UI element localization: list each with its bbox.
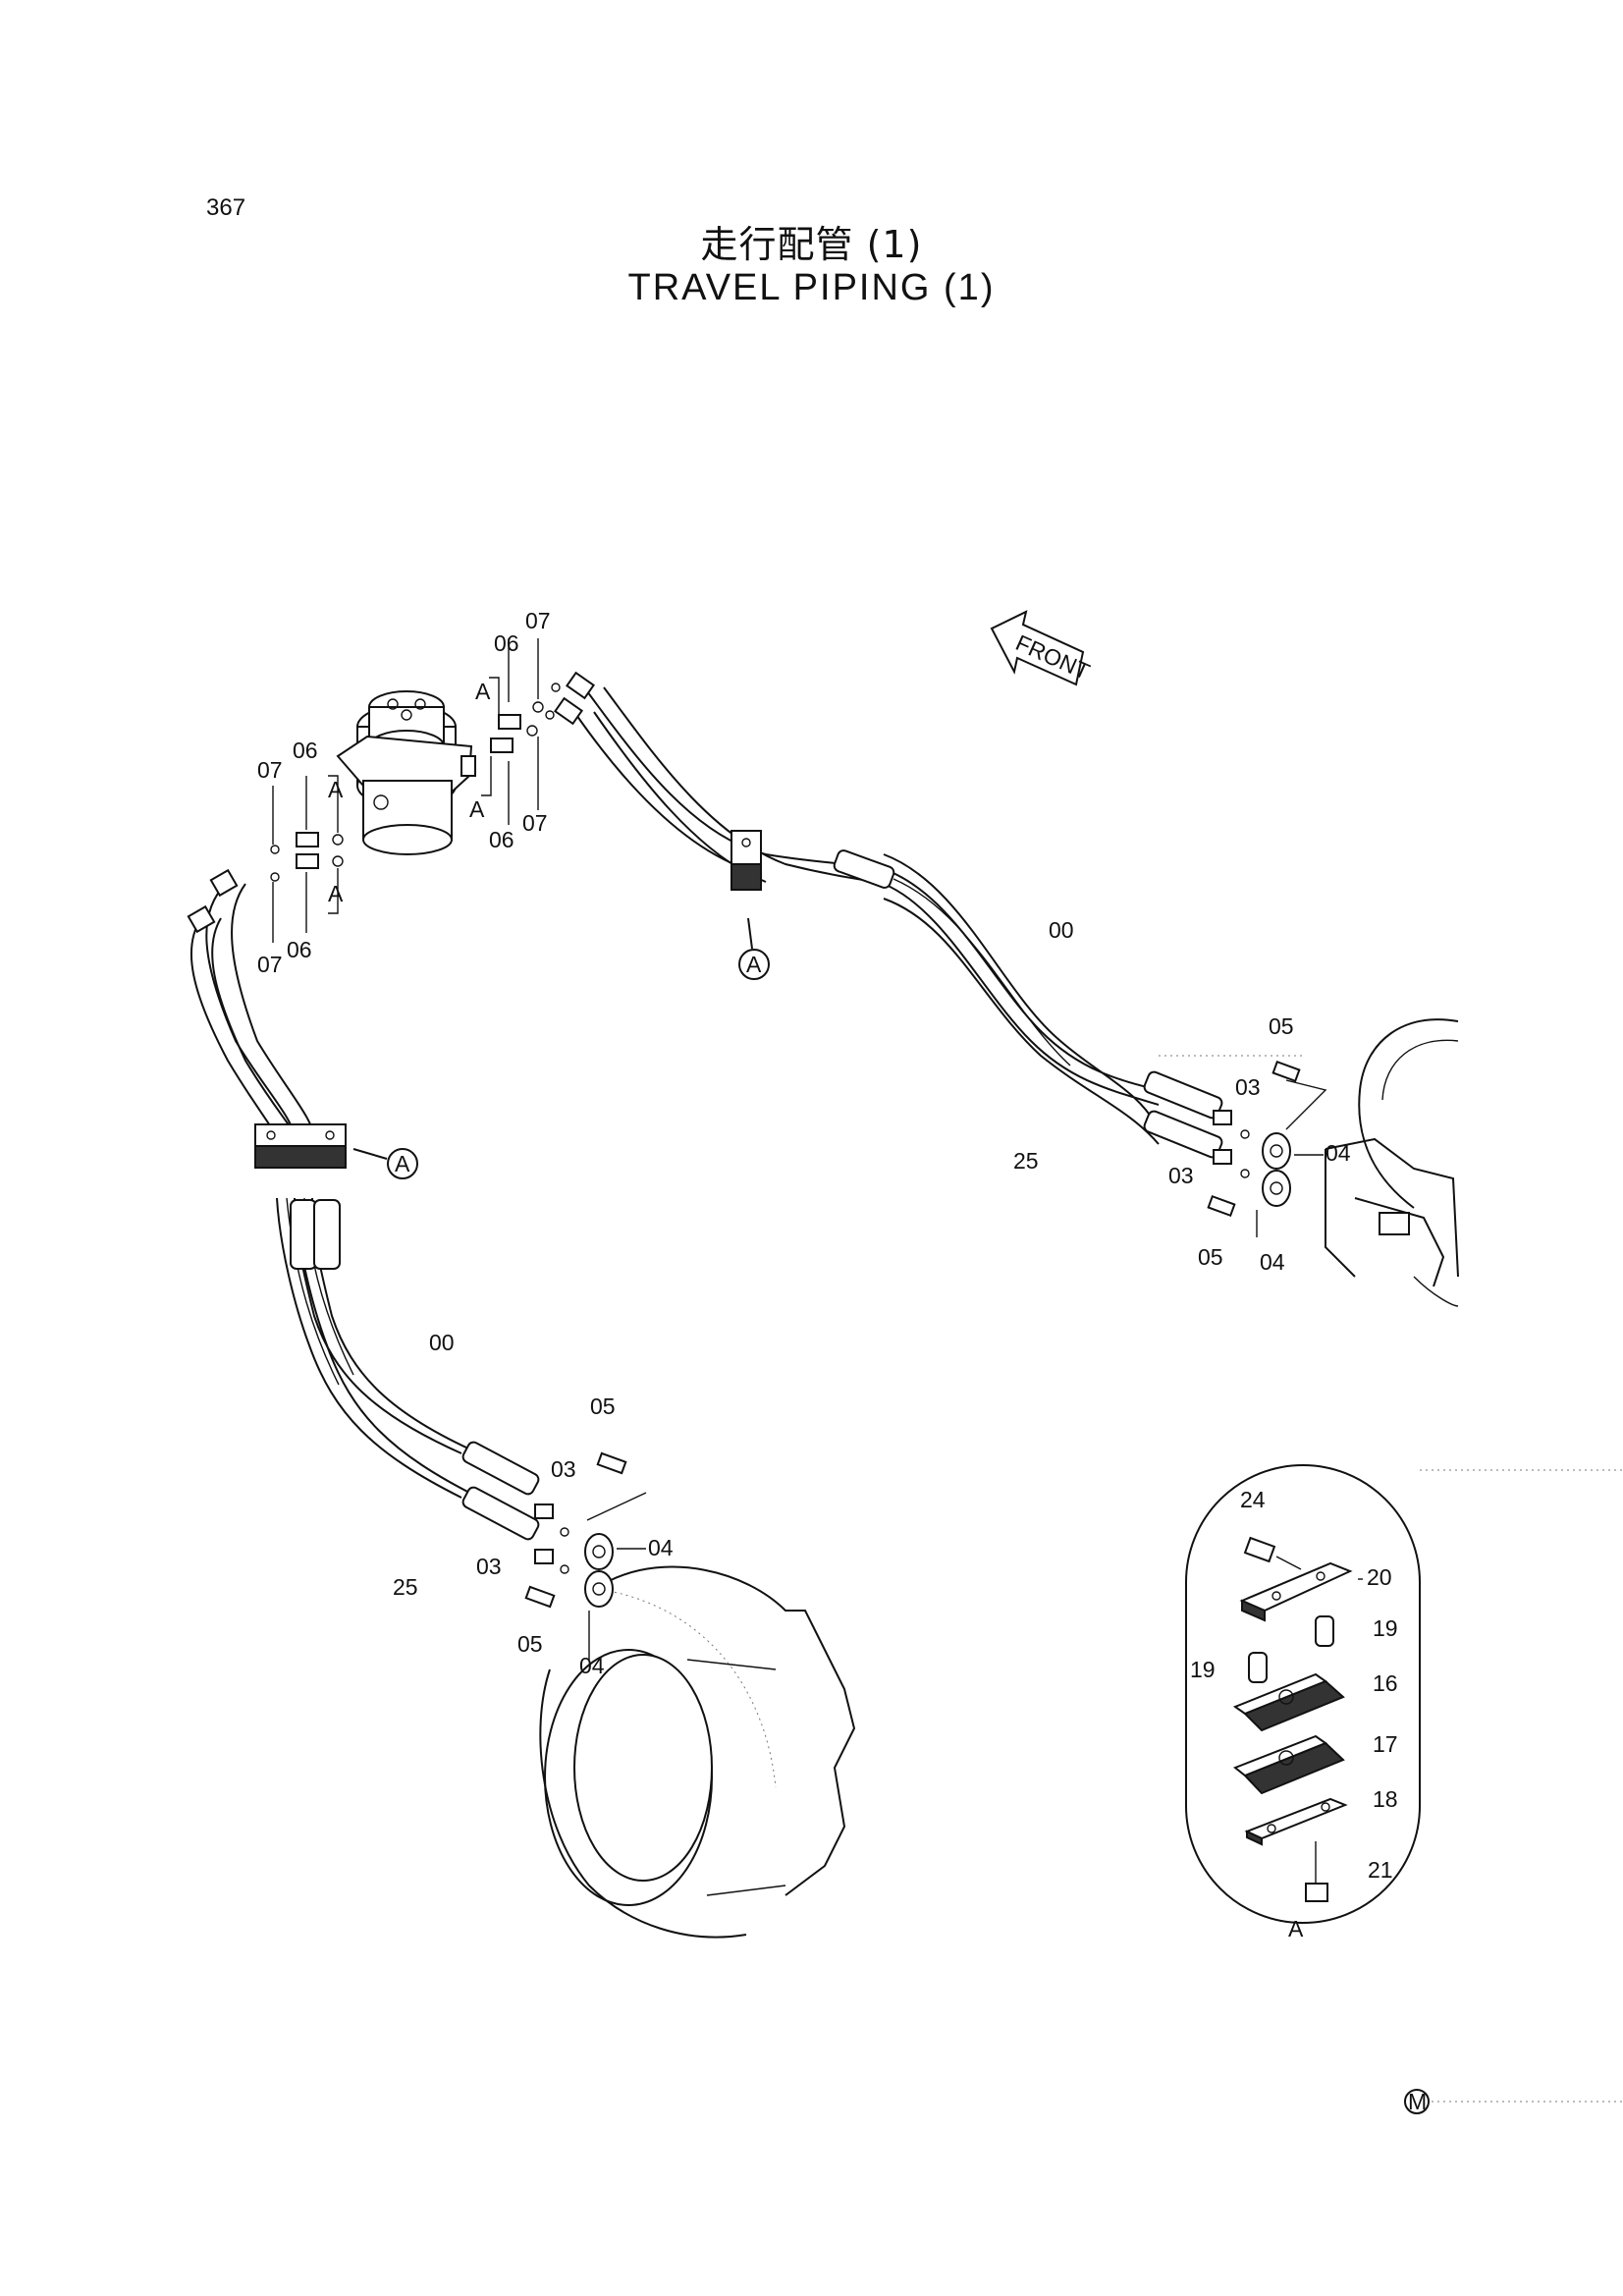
label-05: 05 [1269, 1013, 1294, 1039]
view-a-callout [387, 1148, 418, 1179]
label-18: 18 [1373, 1786, 1398, 1812]
maker-mark-icon [1404, 2089, 1430, 2114]
label-03: 03 [1235, 1074, 1261, 1100]
label-05: 05 [590, 1394, 616, 1419]
swivel-fittings-right [481, 638, 561, 825]
hose-clamp-right [730, 830, 762, 891]
view-a-callout [738, 949, 770, 980]
swivel-joint [336, 690, 476, 855]
label-03: 03 [551, 1456, 576, 1482]
front-direction-arrow: FRONT [990, 610, 1094, 686]
hose-clamp-left [254, 1123, 347, 1169]
maker-mark-label: M [1408, 2089, 1427, 2114]
label-06: 06 [287, 937, 312, 962]
label-07: 07 [525, 608, 551, 633]
label-05: 05 [517, 1631, 543, 1657]
label-20: 20 [1367, 1564, 1392, 1590]
label-03: 03 [1168, 1163, 1194, 1188]
page-number: 367 [206, 194, 246, 221]
label-00: 00 [429, 1330, 455, 1355]
left-travel-hoses [187, 868, 554, 1564]
label-21: 21 [1368, 1857, 1393, 1883]
label-06: 06 [489, 827, 514, 852]
label-17: 17 [1373, 1731, 1398, 1757]
page-title-japanese: 走行配管 (1) [700, 223, 923, 266]
hose-spring-guard [290, 1199, 341, 1270]
left-flange-parts [524, 1451, 647, 1660]
label-25: 25 [393, 1574, 418, 1600]
label-04: 04 [1325, 1140, 1351, 1166]
label-07: 07 [257, 952, 283, 977]
label-A: A [475, 679, 491, 704]
hose-spring-guard [1143, 1070, 1223, 1159]
label-07: 07 [257, 757, 283, 783]
left-travel-motor [539, 1565, 856, 1939]
label-07: 07 [522, 810, 548, 836]
hose-spring-guard [833, 849, 895, 889]
label-04: 04 [579, 1653, 605, 1678]
label-25: 25 [1013, 1148, 1039, 1174]
swivel-fittings-left [270, 775, 344, 943]
label-05: 05 [1198, 1244, 1223, 1270]
view-a-callout-label: A [395, 1151, 410, 1176]
label-24: 24 [1240, 1487, 1266, 1512]
label-06: 06 [494, 630, 519, 656]
page-title-english: TRAVEL PIPING (1) [627, 267, 996, 308]
label-A: A [328, 777, 344, 802]
label-03: 03 [476, 1554, 502, 1579]
right-travel-hoses [554, 671, 1306, 1165]
label-A: A [469, 796, 485, 822]
detail-a-label: A [1288, 1916, 1304, 1941]
label-19: 19 [1190, 1657, 1216, 1682]
right-flange-parts [1207, 1060, 1327, 1237]
right-travel-motor [1325, 1018, 1459, 1307]
label-04: 04 [648, 1535, 674, 1560]
label-19: 19 [1373, 1615, 1398, 1641]
label-06: 06 [293, 738, 318, 763]
label-00: 00 [1049, 917, 1074, 943]
label-16: 16 [1373, 1670, 1398, 1696]
label-04: 04 [1260, 1249, 1285, 1275]
label-A: A [328, 881, 344, 906]
hose-spring-guard [461, 1441, 540, 1541]
view-a-callout-label: A [746, 952, 762, 977]
detail-a-clamp-assembly [1185, 1464, 1623, 1924]
